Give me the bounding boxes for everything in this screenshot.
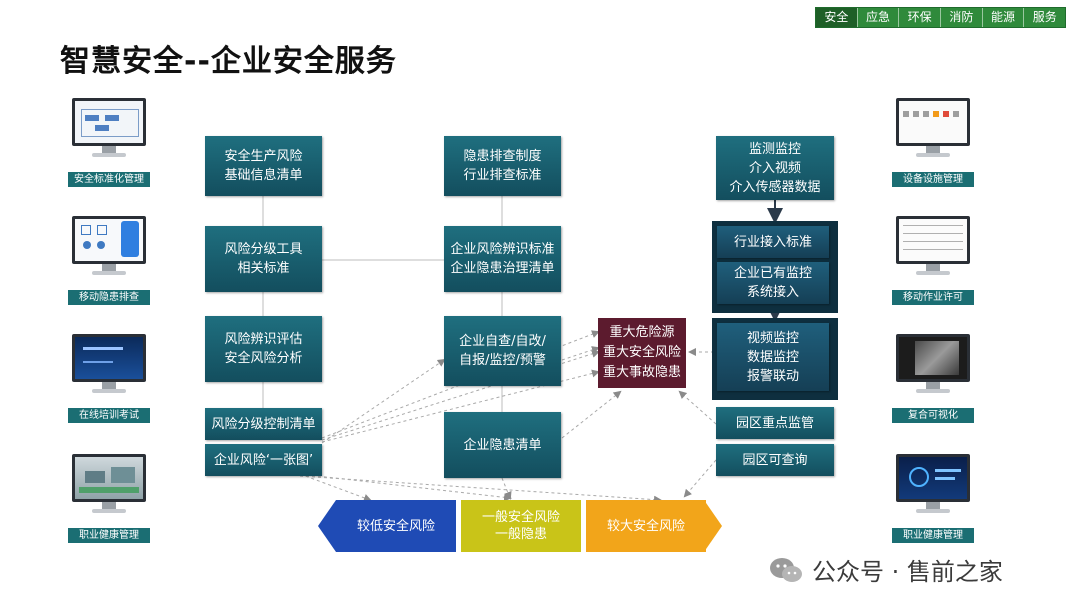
watermark: 公众号 · 售前之家 (768, 552, 1003, 587)
wechat-icon (770, 557, 802, 582)
hazard-system-box: 隐患排查制度 行业排查标准 (444, 136, 561, 196)
hazard-standard-box: 企业风险辨识标准 企业隐患治理清单 (444, 226, 561, 292)
low-risk-block: 较低安全风险 (336, 500, 456, 552)
watermark-text: 公众号 · 售前之家 (812, 558, 1003, 586)
risk-level-bar (318, 500, 722, 552)
monitor-label: 职业健康管理 (68, 528, 150, 543)
self-inspection-box: 企业自查/自改/ 自报/监控/预警 (444, 316, 561, 386)
risk-bar-left-cap (318, 500, 336, 552)
risk-basic-info-box: 安全生产风险 基础信息清单 (205, 136, 322, 196)
high-risk-block: 较大安全风险 (586, 500, 706, 552)
page-title: 智慧安全--企业安全服务 (60, 44, 397, 79)
monitor-icon (892, 332, 974, 398)
tab-energy[interactable]: 能源 (983, 8, 1025, 27)
park-supervision-box: 园区重点监管 (716, 407, 834, 439)
monitor-label: 在线培训考试 (68, 408, 150, 423)
monitor-icon (68, 332, 150, 398)
monitor-icon (892, 214, 974, 280)
risk-grading-tool-box: 风险分级工具 相关标准 (205, 226, 322, 292)
monitor-label: 安全标准化管理 (68, 172, 150, 187)
risk-control-list-box: 风险分级控制清单 (205, 408, 322, 440)
tab-fire[interactable]: 消防 (941, 8, 983, 27)
monitor-icon (68, 96, 150, 162)
major-hazard-box: 重大危险源 重大安全风险 重大事故隐患 (598, 318, 686, 388)
industry-access-box: 行业接入标准 (717, 226, 829, 258)
risk-assessment-box: 风险辨识评估 安全风险分析 (205, 316, 322, 382)
existing-monitor-box: 企业已有监控 系统接入 (717, 262, 829, 304)
park-query-box: 园区可查询 (716, 444, 834, 476)
monitor-icon (892, 452, 974, 518)
monitor-icon (68, 452, 150, 518)
monitoring-box: 监测监控 介入视频 介入传感器数据 (716, 136, 834, 200)
tab-environment[interactable]: 环保 (899, 8, 942, 27)
monitor-label: 设备设施管理 (892, 172, 974, 187)
category-tabs: 安全 应急 环保 消防 能源 服务 (815, 7, 1066, 28)
tab-service[interactable]: 服务 (1032, 10, 1057, 24)
monitor-label: 移动作业许可 (892, 290, 974, 305)
tab-emergency[interactable]: 应急 (858, 8, 900, 27)
video-monitor-box: 视频监控 数据监控 报警联动 (717, 323, 829, 391)
monitor-icon (892, 96, 974, 162)
hazard-list-box: 企业隐患清单 (444, 412, 561, 478)
monitor-label: 移动隐患排查 (68, 290, 150, 305)
risk-bar-right-cap (704, 500, 722, 552)
mid-risk-block: 一般安全风险 一般隐患 (461, 500, 581, 552)
monitor-label: 职业健康管理 (892, 528, 974, 543)
tab-safety[interactable]: 安全 (816, 8, 858, 27)
monitor-label: 复合可视化 (892, 408, 974, 423)
monitor-icon (68, 214, 150, 280)
risk-map-box: 企业风险‘一张图’ (205, 444, 322, 476)
